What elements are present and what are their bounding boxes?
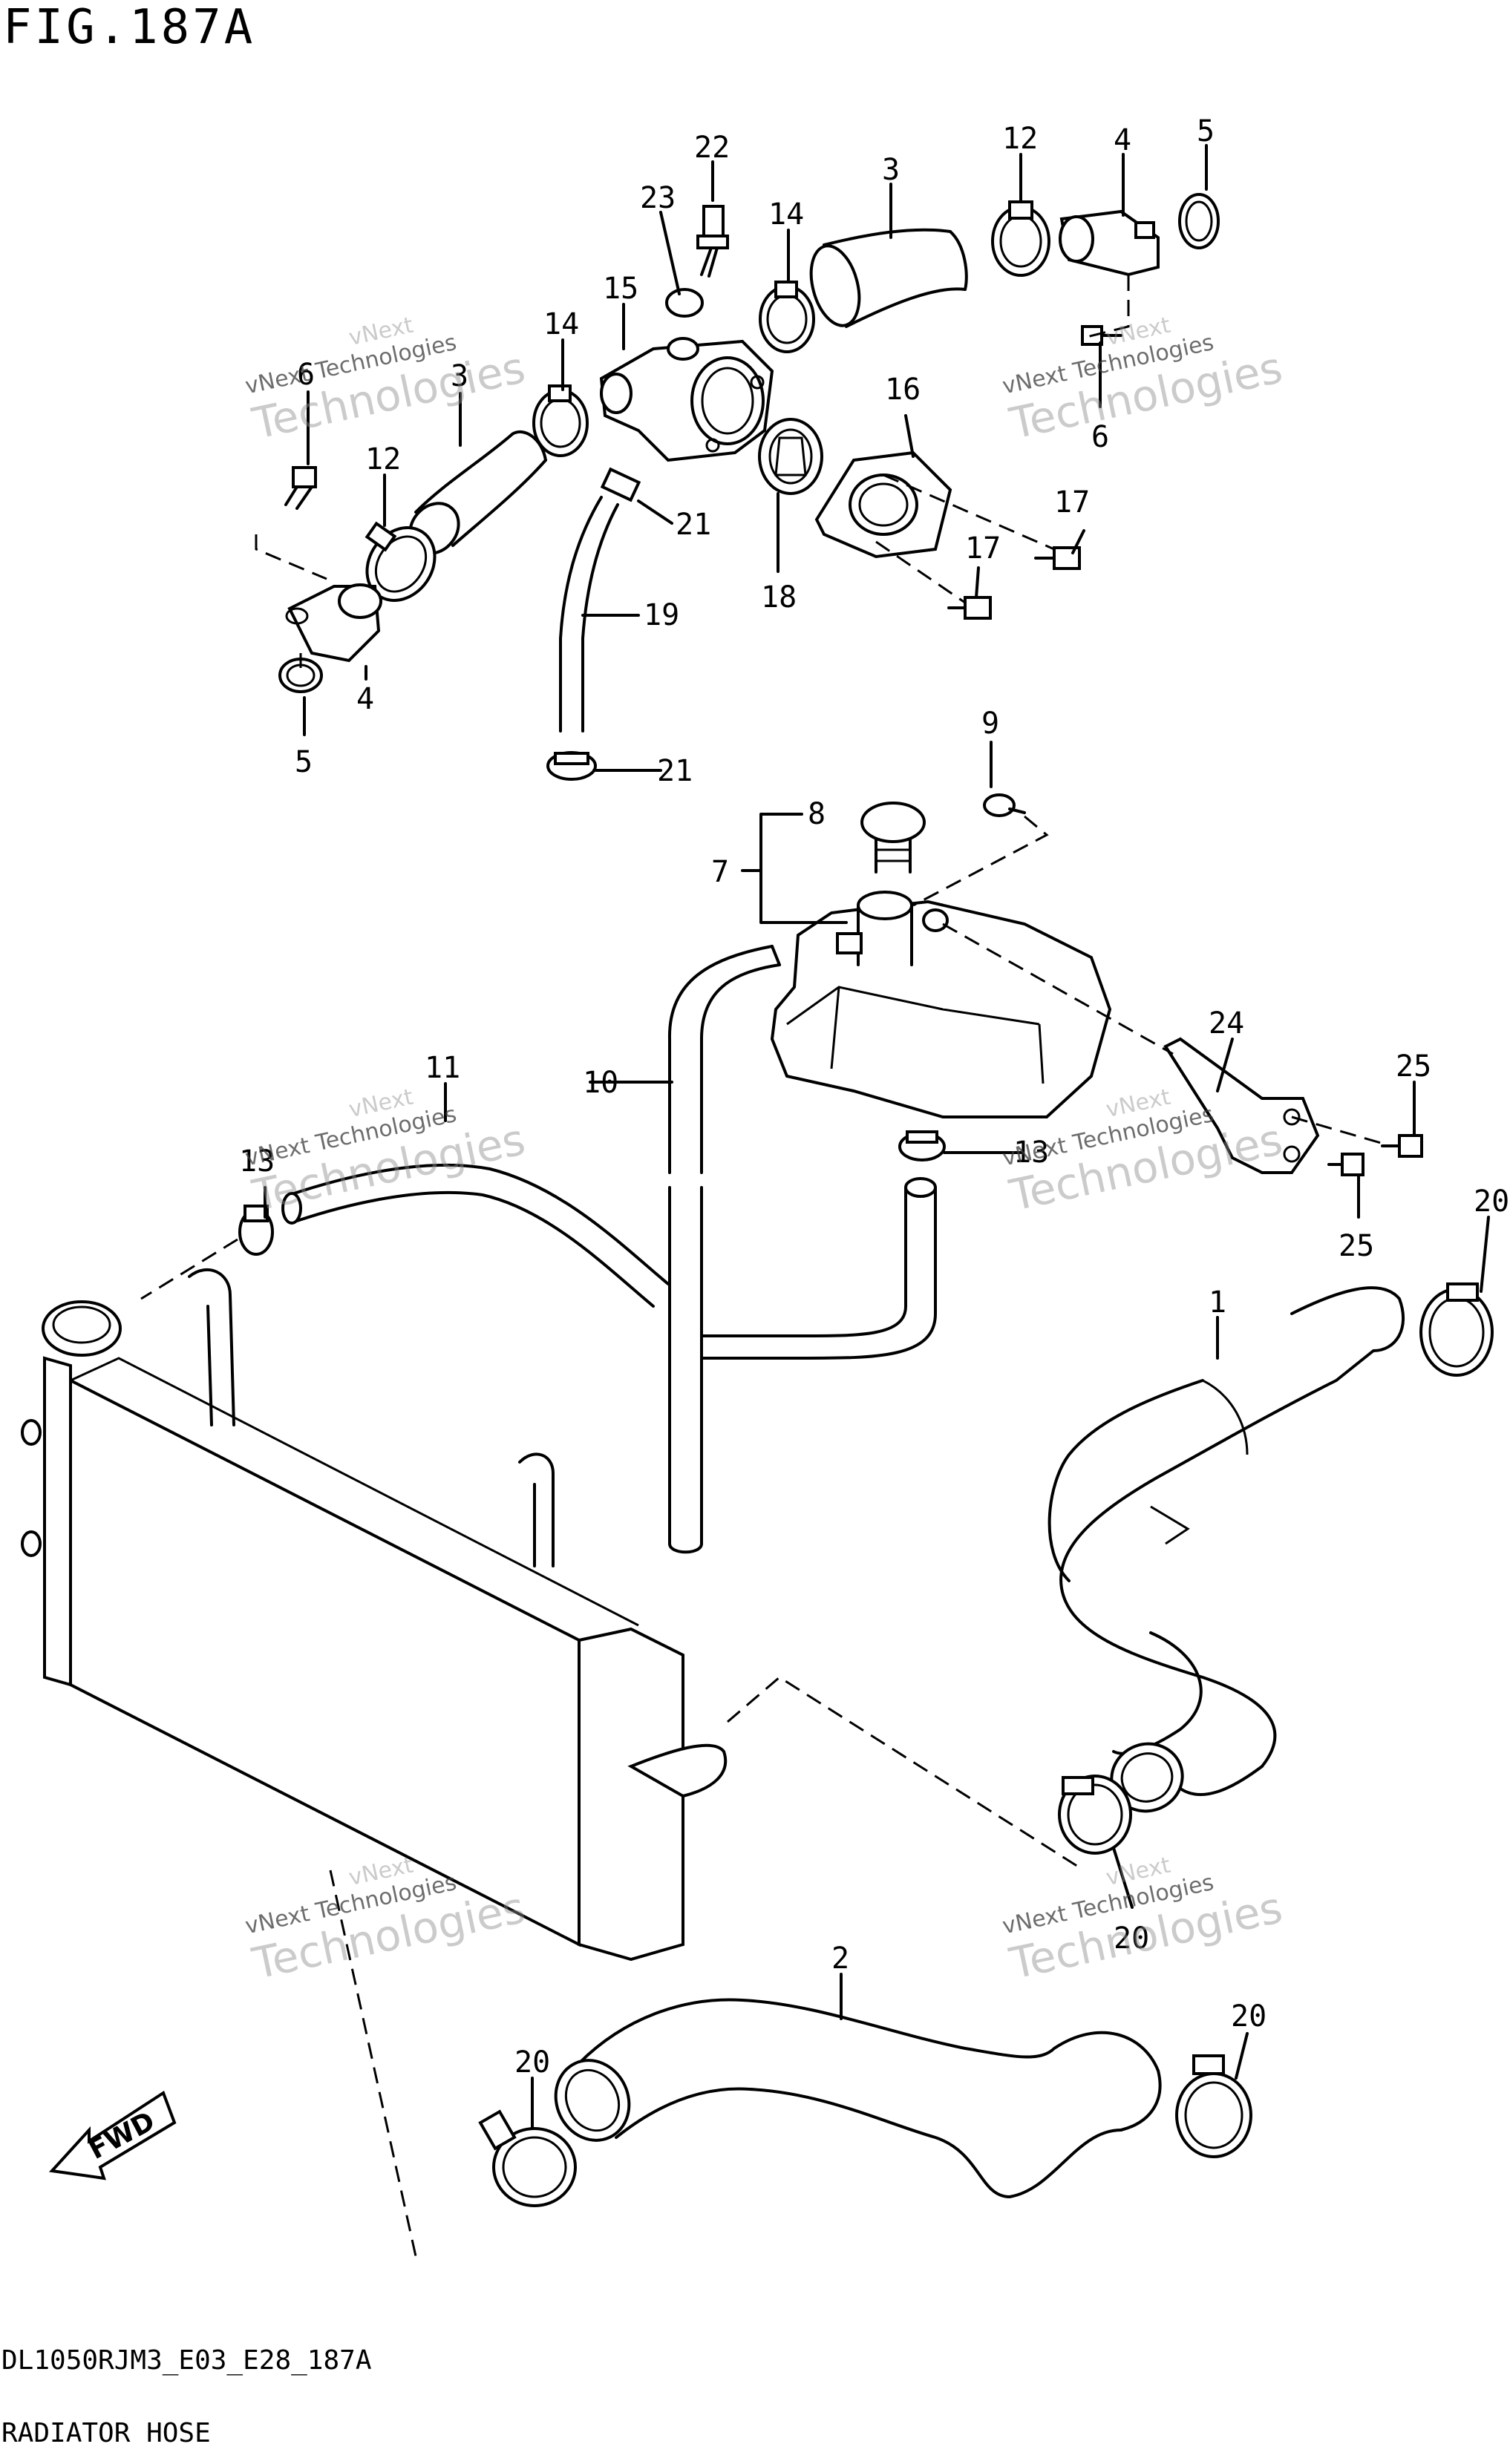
bracket-24 xyxy=(1163,1037,1320,1174)
callout-12-right: 12 xyxy=(1002,122,1038,156)
callout-20-lower-right: 20 xyxy=(1231,1999,1266,2034)
hose-10 xyxy=(667,945,781,1554)
thermostat-18 xyxy=(758,418,823,495)
hose-2 xyxy=(554,1998,1162,2198)
clamp-12-right xyxy=(991,200,1050,277)
callout-17-lower: 17 xyxy=(965,531,1001,566)
clamp-20-middle xyxy=(1058,1775,1132,1855)
callout-20-lower-left: 20 xyxy=(514,2045,550,2080)
clip-13-right xyxy=(898,1130,946,1161)
callout-13-right: 13 xyxy=(1013,1136,1049,1170)
overflow-hose-lower xyxy=(700,1177,937,1360)
callout-7: 7 xyxy=(711,855,729,889)
clip-21-lower xyxy=(546,751,597,781)
gasket-23 xyxy=(665,288,704,318)
clamp-20-upper xyxy=(1419,1282,1494,1377)
callout-20-upper: 20 xyxy=(1474,1185,1509,1219)
callout-19: 19 xyxy=(644,598,679,632)
callout-1: 1 xyxy=(1209,1285,1226,1320)
bolt-9 xyxy=(983,793,1026,817)
o-ring-5-right xyxy=(1178,193,1220,249)
figure-code: DL1050RJM3_E03_E28_187A xyxy=(1,2345,372,2376)
callout-14-left: 14 xyxy=(543,307,579,341)
forward-label: FWD xyxy=(84,2106,160,2166)
callout-17-upper: 17 xyxy=(1054,485,1090,520)
upper-hose-right-3 xyxy=(809,228,968,328)
clamp-14-right xyxy=(759,281,815,353)
joint-pipe-4-right xyxy=(1059,209,1160,277)
radiator xyxy=(21,1268,728,1962)
clip-13-left xyxy=(238,1205,274,1256)
callout-3-upper: 3 xyxy=(882,153,900,187)
callout-11: 11 xyxy=(425,1051,460,1085)
callout-13-left: 13 xyxy=(239,1144,275,1179)
callout-6-right: 6 xyxy=(1091,420,1109,454)
callout-6-left: 6 xyxy=(297,358,315,392)
callout-23: 23 xyxy=(640,181,676,215)
callout-2: 2 xyxy=(831,1942,849,1976)
clamp-20-lower-left xyxy=(478,2109,577,2207)
callout-16: 16 xyxy=(885,373,921,407)
callout-3-left: 3 xyxy=(451,359,468,393)
joint-pipe-4-left xyxy=(285,583,382,663)
thermostat-cover-16 xyxy=(814,450,952,559)
callout-8: 8 xyxy=(808,797,826,831)
bolt-25-lower xyxy=(1327,1153,1364,1176)
callout-numbers: 22 23 3 12 4 5 14 15 14 6 3 12 6 16 17 1… xyxy=(239,114,1509,2080)
clamp-20-lower-right xyxy=(1175,2054,1252,2158)
figure-title: FIG.187A xyxy=(3,0,256,55)
reservoir-cap-8 xyxy=(860,802,926,874)
callout-20-middle: 20 xyxy=(1114,1921,1149,1956)
hose-11 xyxy=(281,1163,670,1308)
forward-arrow: FWD xyxy=(48,2090,177,2180)
callout-21-lower: 21 xyxy=(657,754,693,788)
callout-9: 9 xyxy=(981,707,999,741)
assembly-lines xyxy=(140,275,1382,2257)
callout-21-upper: 21 xyxy=(676,508,711,542)
callout-15: 15 xyxy=(603,272,638,306)
clip-21-upper xyxy=(600,467,641,502)
callout-4-right: 4 xyxy=(1114,123,1131,157)
hose-19 xyxy=(559,496,619,733)
leader-lines xyxy=(264,144,1490,2130)
callout-12-left: 12 xyxy=(365,442,401,476)
bolt-6-left xyxy=(284,466,317,510)
callout-18: 18 xyxy=(761,580,797,615)
callout-4-left: 4 xyxy=(356,682,374,716)
callout-14-right: 14 xyxy=(768,197,804,232)
callout-5-left: 5 xyxy=(295,745,313,779)
bolt-25-right xyxy=(1381,1134,1423,1158)
clamp-14-left xyxy=(532,384,589,457)
callout-22: 22 xyxy=(694,131,730,165)
figure-name: RADIATOR HOSE xyxy=(1,2418,211,2448)
callout-10: 10 xyxy=(583,1066,618,1100)
reservoir-tank-7 xyxy=(770,891,1112,1118)
callout-25-right: 25 xyxy=(1396,1049,1431,1084)
bracket-7 xyxy=(759,813,848,924)
hose-1 xyxy=(1047,1286,1405,1813)
callout-25-lower: 25 xyxy=(1339,1229,1374,1263)
temperature-sensor-22 xyxy=(696,205,729,278)
callout-24: 24 xyxy=(1209,1006,1244,1041)
thermostat-housing-15 xyxy=(599,337,774,462)
callout-5-right: 5 xyxy=(1197,114,1215,148)
bolt-17-lower xyxy=(947,596,992,620)
